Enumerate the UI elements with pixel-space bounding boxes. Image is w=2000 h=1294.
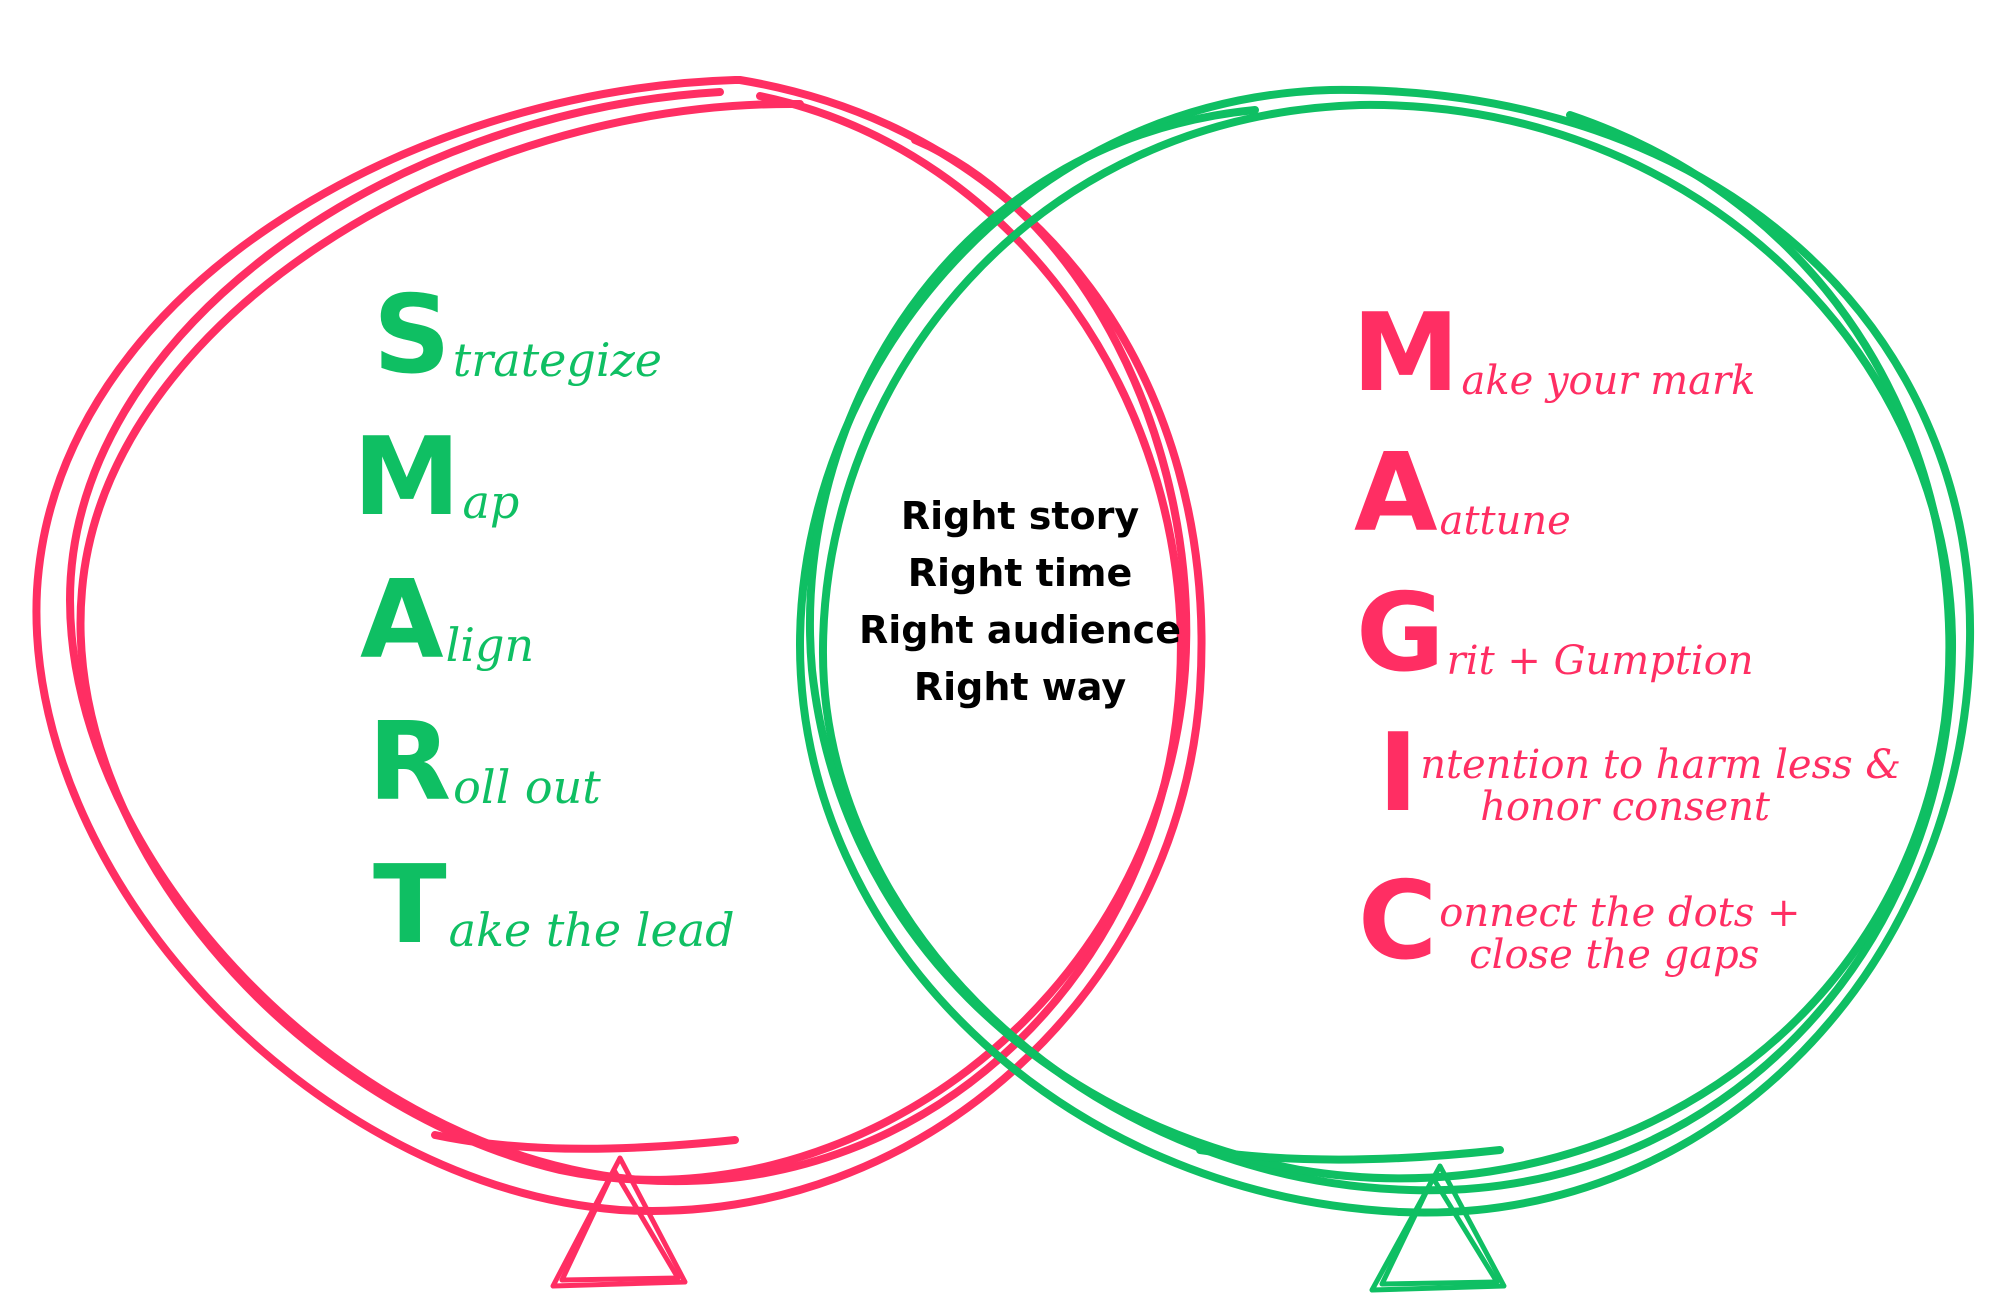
magic-letter: C [1358, 859, 1438, 984]
smart-balloon-scribble [431, 1131, 739, 1153]
magic-balloon-scribble [1196, 1146, 1504, 1164]
magic-word: ake your mark [1461, 358, 1756, 404]
smart-word: lign [445, 617, 535, 672]
magic-item-g: G rit + Gumption [1356, 580, 1754, 688]
smart-item-a: A lign [360, 567, 534, 675]
magic-word-line-2: honor consent [1480, 784, 1770, 830]
magic-balloon-stroke-inner-1 [818, 100, 1957, 1195]
smart-balloon [32, 76, 1206, 1215]
magic-letter: M [1352, 291, 1460, 416]
smart-word: trategize [452, 332, 663, 387]
overlap-line: Right way [913, 665, 1127, 709]
magic-letter: G [1356, 571, 1445, 696]
smart-letter: A [360, 558, 444, 683]
smart-letter: R [368, 700, 452, 825]
magic-balloon [796, 85, 1975, 1217]
smart-balloon-stroke-inner-2 [76, 99, 1191, 1184]
magic-item-c: C onnect the dots + close the gaps [1358, 859, 1800, 984]
magic-word: attune [1439, 498, 1571, 544]
magic-balloon-stroke-inner-2 [806, 106, 1954, 1183]
magic-knot [1369, 1163, 1507, 1293]
smart-word: ake the lead [448, 902, 735, 957]
magic-word-line-1: onnect the dots + [1439, 890, 1801, 936]
magic-item-m: M ake your mark [1352, 300, 1755, 408]
overlap-line: Right story [900, 494, 1140, 538]
smart-item-s: S trategize [373, 282, 662, 390]
magic-item-i: I ntention to harm less & honor consent [1378, 711, 1901, 836]
smart-letter: T [373, 843, 447, 968]
magic-word-line-1: ntention to harm less & [1420, 742, 1901, 788]
smart-knot [550, 1155, 688, 1289]
smart-item-r: R oll out [368, 709, 601, 817]
magic-word: rit + Gumption [1446, 638, 1754, 684]
smart-word: oll out [453, 759, 601, 814]
smart-item-m: M ap [353, 424, 519, 532]
magic-letter: A [1354, 431, 1438, 556]
smart-letter: M [353, 415, 461, 540]
smart-item-t: T ake the lead [373, 852, 735, 960]
magic-item-a: A attune [1354, 440, 1571, 548]
magic-letter: I [1378, 711, 1419, 836]
magic-word-line-2: close the gaps [1469, 932, 1760, 978]
smart-balloon-stroke-outer [32, 76, 1206, 1215]
smart-word: ap [462, 474, 520, 529]
smart-letter: S [373, 273, 451, 398]
magic-word: onnect the dots + close the gaps [1439, 892, 1800, 976]
magic-word: ntention to harm less & honor consent [1420, 744, 1901, 828]
overlap-line: Right audience [859, 608, 1181, 652]
overlap-line: Right time [907, 551, 1133, 595]
overlap-text: Right story Right time Right audience Ri… [850, 488, 1190, 716]
